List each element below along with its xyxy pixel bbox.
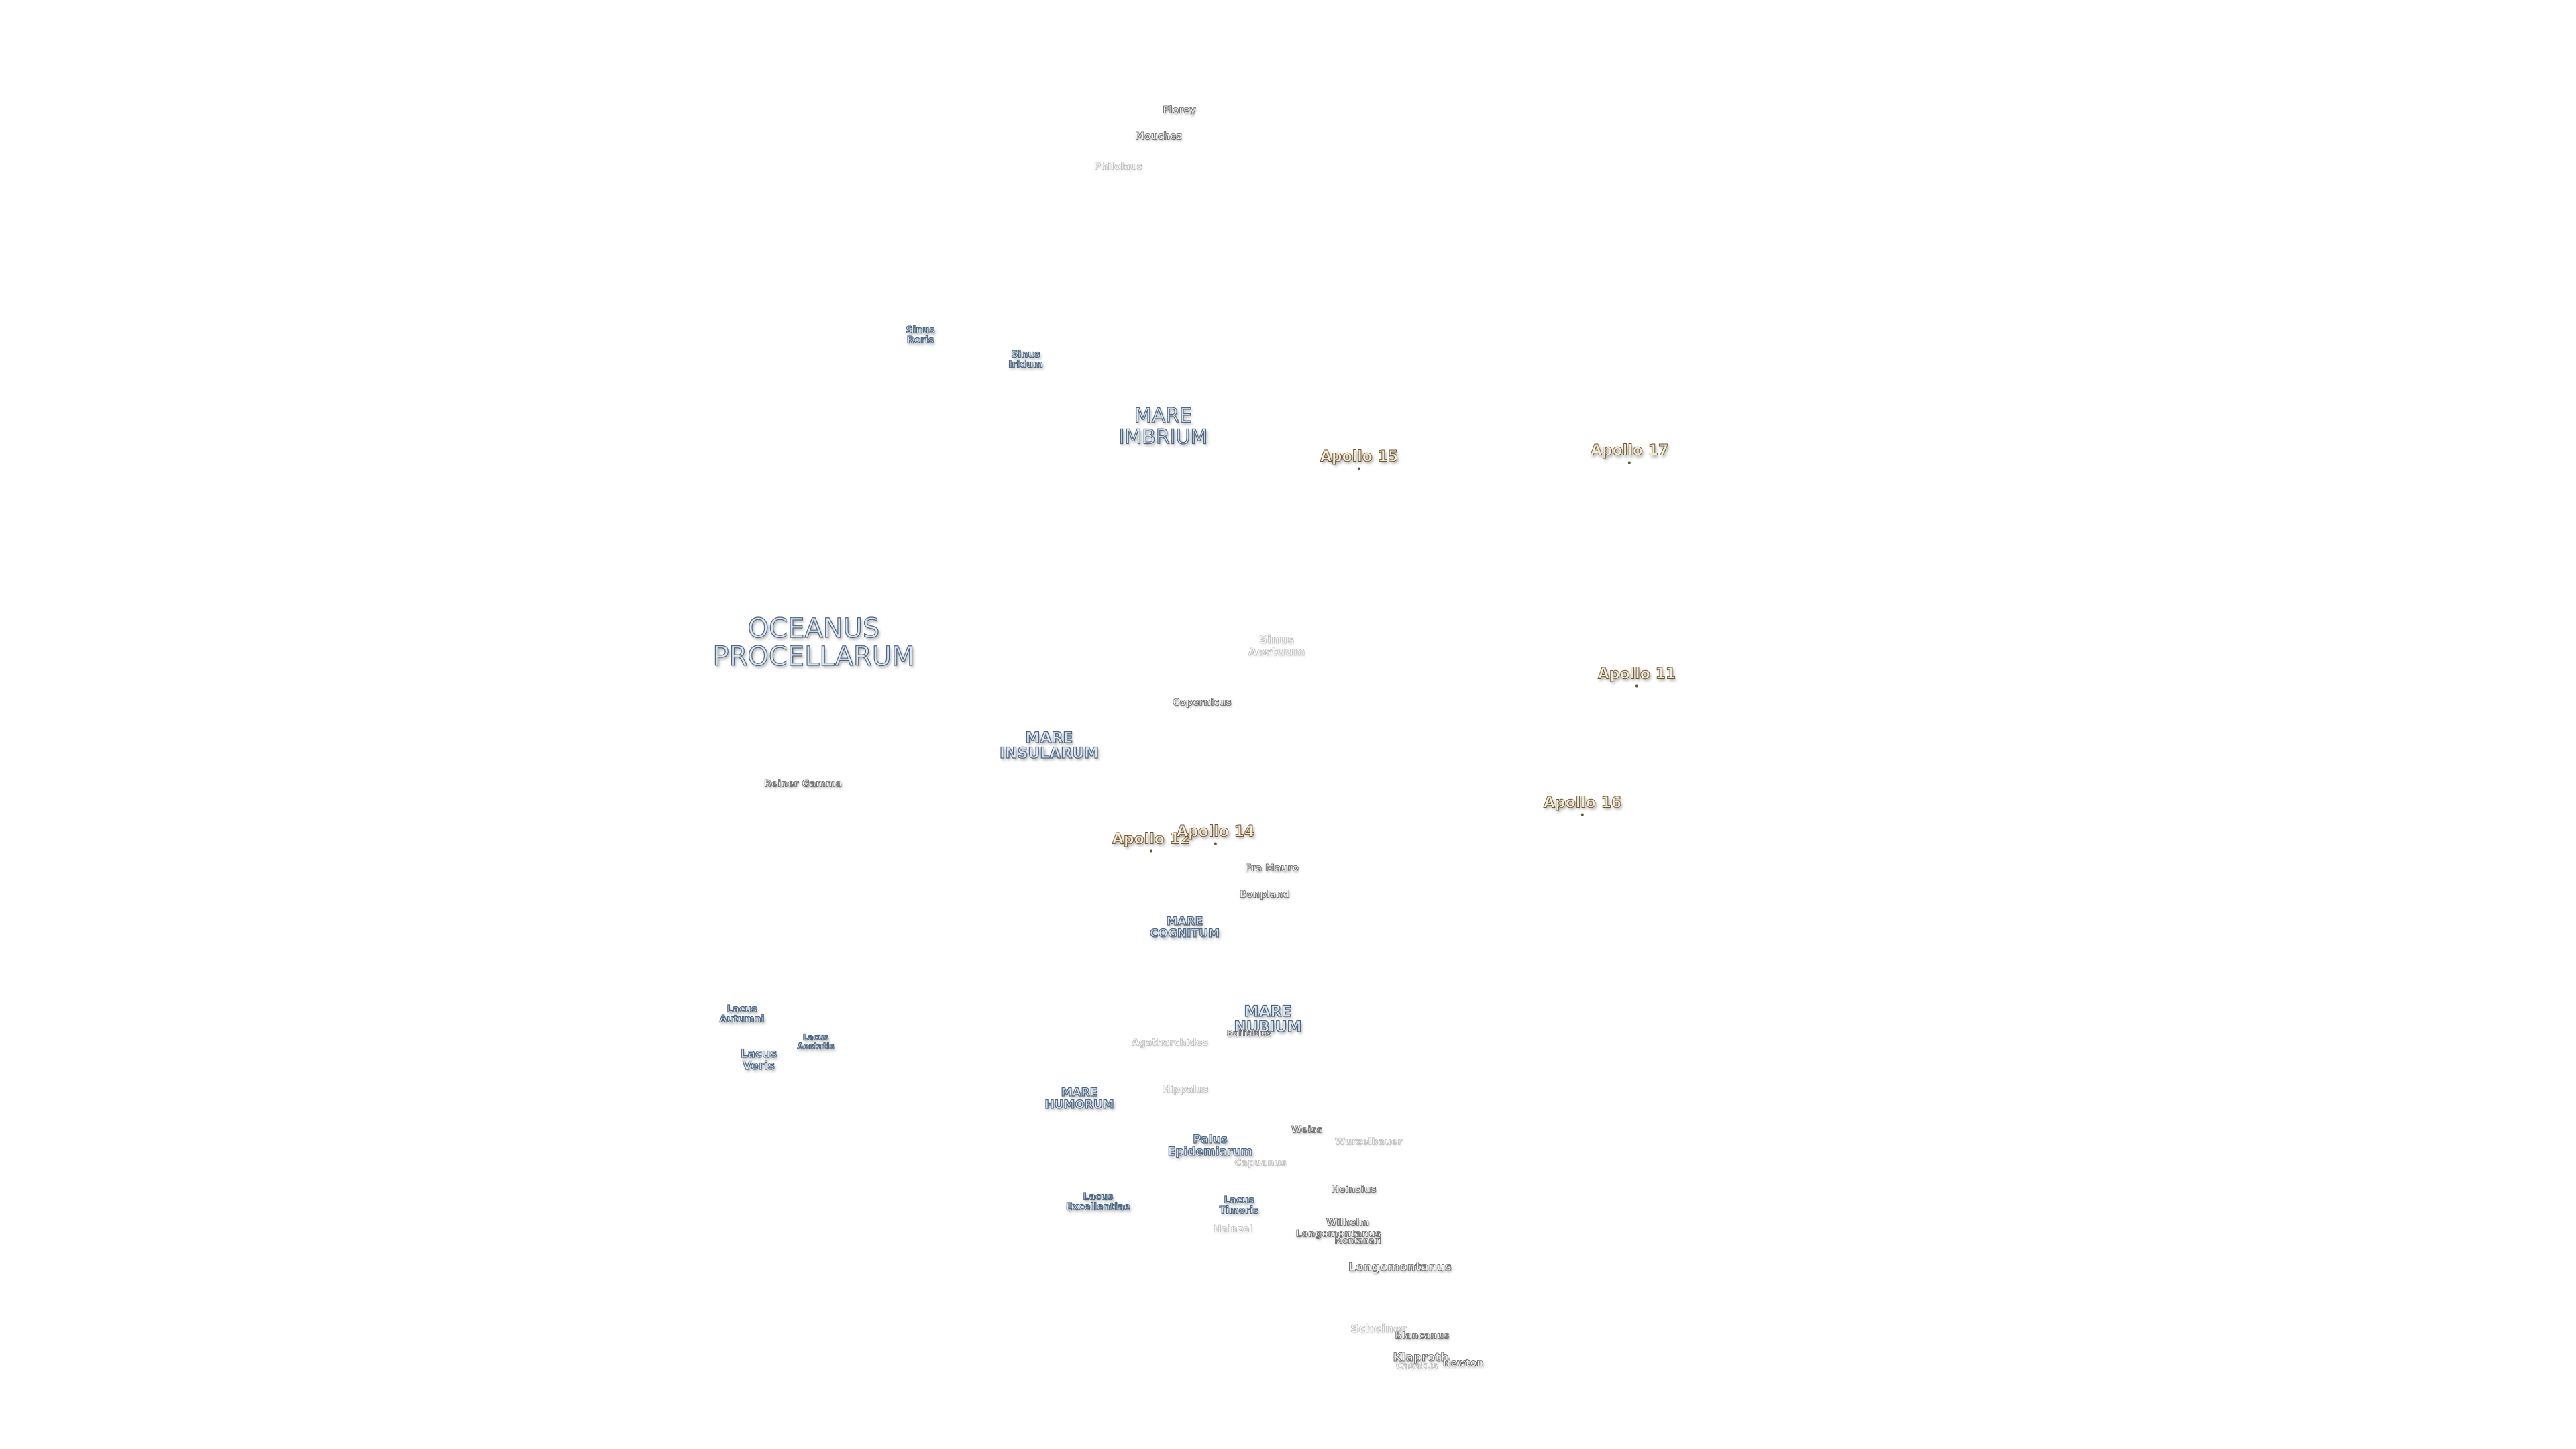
- crater-label-newton[interactable]: Newton: [1442, 1358, 1484, 1369]
- feature-label-lacus-excellentiae[interactable]: Lacus Excellentiae: [1065, 1191, 1130, 1212]
- crater-label-florey[interactable]: Florey: [1163, 105, 1196, 116]
- mare-label-mare-humorum[interactable]: MARE HUMORUM: [1044, 1086, 1114, 1112]
- apollo-14-label[interactable]: Apollo 14: [1176, 823, 1255, 845]
- crater-label-bonpland[interactable]: Bonpland: [1239, 889, 1290, 900]
- crater-label-blancanus[interactable]: Blancanus: [1395, 1330, 1450, 1342]
- crater-label-copernicus[interactable]: Copernicus: [1173, 697, 1232, 708]
- crater-label-wurzelbauer[interactable]: Wurzelbauer: [1334, 1136, 1403, 1148]
- crater-label-reiner-gamma[interactable]: Reiner Gamma: [764, 778, 843, 790]
- feature-label-lacus-veris[interactable]: Lacus Veris: [740, 1047, 777, 1073]
- apollo-12-label[interactable]: Apollo 12: [1112, 830, 1191, 853]
- crater-label-klaproth[interactable]: Klaproth: [1393, 1351, 1449, 1365]
- crater-label-agatharchides[interactable]: Agatharchides: [1131, 1037, 1209, 1049]
- feature-label-lacus-aestatis[interactable]: Lacus Aestatis: [797, 1032, 835, 1051]
- crater-label-montanari[interactable]: Montanari: [1334, 1236, 1381, 1246]
- feature-label-lacus-timoris[interactable]: Lacus Timoris: [1219, 1195, 1259, 1216]
- feature-label-lacus-autumni[interactable]: Lacus Autumni: [719, 1004, 765, 1024]
- crater-label-hainzel[interactable]: Hainzel: [1213, 1224, 1253, 1235]
- crater-label-capuanus[interactable]: Capuanus: [1234, 1157, 1287, 1169]
- crater-label-heinsius[interactable]: Heinsius: [1331, 1184, 1377, 1195]
- crater-label-scheiner[interactable]: Scheiner: [1350, 1322, 1407, 1336]
- crater-label-casatus[interactable]: Casatus: [1395, 1360, 1438, 1372]
- crater-label-longomontanus[interactable]: Longomontanus: [1348, 1260, 1452, 1275]
- feature-label-palus-epidemiarum[interactable]: Palus Epidemiarum: [1167, 1133, 1253, 1159]
- apollo-17-label[interactable]: Apollo 17: [1590, 442, 1669, 464]
- crater-label-longomontanus-small[interactable]: Longomontanus: [1295, 1228, 1381, 1240]
- crater-label-philolaus[interactable]: Philolaus: [1094, 161, 1143, 172]
- crater-label-hippalus[interactable]: Hippalus: [1162, 1084, 1209, 1095]
- mare-label-mare-cognitum[interactable]: MARE COGNITUM: [1150, 915, 1220, 941]
- crater-label-weiss[interactable]: Weiss: [1291, 1124, 1323, 1136]
- mare-label-mare-imbrium[interactable]: MARE IMBRIUM: [1118, 404, 1208, 449]
- apollo-15-label[interactable]: Apollo 15: [1320, 448, 1399, 470]
- feature-label-sinus-aestuum[interactable]: Sinus Aestuum: [1248, 633, 1305, 659]
- crater-label-mouchez[interactable]: Mouchez: [1135, 131, 1182, 142]
- apollo-11-label[interactable]: Apollo 11: [1597, 665, 1676, 688]
- feature-label-sinus-iridum[interactable]: Sinus Iridum: [1008, 349, 1044, 370]
- crater-label-fra-mauro[interactable]: Fra Mauro: [1245, 863, 1299, 874]
- crater-label-wilhelm[interactable]: Wilhelm: [1326, 1217, 1370, 1228]
- crater-label-bullialdus[interactable]: Bullialdus: [1226, 1028, 1272, 1038]
- feature-label-sinus-roris[interactable]: Sinus Roris: [906, 325, 935, 345]
- mare-label-mare-insularum[interactable]: MARE INSULARUM: [999, 729, 1099, 762]
- mare-label-oceanus-procellarum[interactable]: OCEANUS PROCELLARUM: [712, 613, 915, 672]
- apollo-16-label[interactable]: Apollo 16: [1543, 794, 1622, 816]
- mare-label-mare-nubium[interactable]: MARE NUBIUM: [1234, 1003, 1302, 1036]
